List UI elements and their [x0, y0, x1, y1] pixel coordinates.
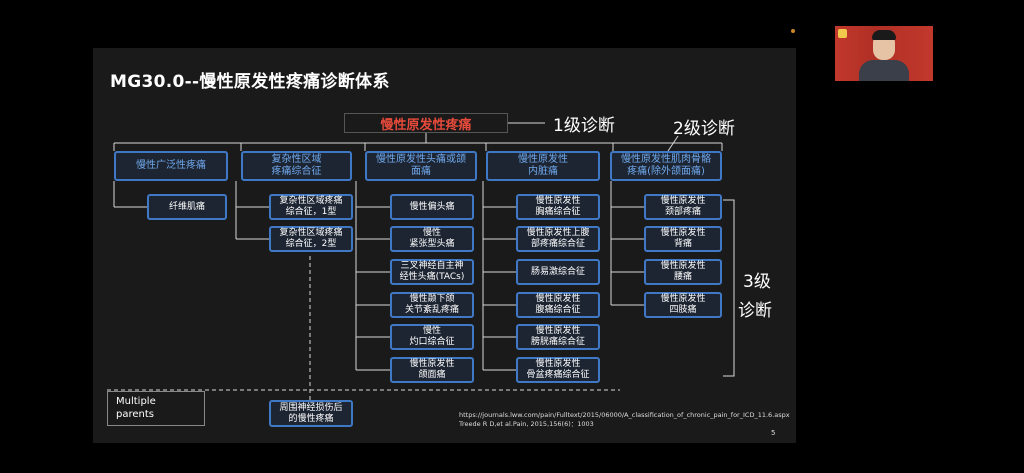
- level2-box-visceral: 慢性原发性 内脏痛: [486, 151, 600, 181]
- level2-box-musculoskeletal: 慢性原发性肌肉骨骼 疼痛(除外颌面痛): [610, 151, 722, 181]
- multiple-parents-diagnosis-box: 周围神经损伤后 的慢性疼痛: [269, 400, 353, 427]
- presenter-body: [859, 60, 909, 81]
- level3-label-line2: 诊断: [738, 301, 772, 321]
- multiple-parents-line2: parents: [116, 409, 154, 420]
- diagnosis-box: 肠易激综合征: [516, 259, 600, 285]
- diagnosis-box: 纤维肌痛: [147, 194, 227, 220]
- diagnosis-label: 慢性原发性 胸痛综合征: [535, 196, 581, 217]
- level2-label-musculoskeletal: 慢性原发性肌肉骨骼 疼痛(除外颌面痛): [621, 154, 711, 177]
- diagnosis-label: 慢性偏头痛: [409, 201, 455, 212]
- webcam-video-tile[interactable]: [835, 26, 933, 81]
- diagnosis-label: 纤维肌痛: [168, 201, 205, 212]
- slide-title: MG30.0--慢性原发性疼痛诊断体系: [110, 72, 390, 92]
- hierarchy-connector-lines: [107, 122, 735, 400]
- multiple-parents-line1: Multiple: [116, 396, 156, 407]
- diagnosis-box: 慢性原发性 背痛: [644, 226, 722, 252]
- slide-page-number: 5: [771, 429, 776, 437]
- diagnosis-label: 慢性原发性 膀胱痛综合征: [530, 326, 585, 347]
- diagnosis-box: 慢性原发性 腹痛综合征: [516, 292, 600, 318]
- root-node: 慢性原发性疼痛: [344, 113, 508, 133]
- root-label: 慢性原发性疼痛: [380, 117, 472, 133]
- diagnosis-box: 慢性颞下颌 关节紊乱疼痛: [390, 292, 474, 318]
- diagnosis-label: 慢性颞下颌 关节紊乱疼痛: [404, 294, 459, 315]
- diagnosis-box: 三叉神经自主神 经性头痛(TACs): [390, 259, 474, 285]
- diagnosis-label: 慢性原发性 颈部疼痛: [660, 196, 706, 217]
- diagnosis-box: 复杂性区域疼痛 综合征，1型: [269, 194, 353, 220]
- level2-label-headache: 慢性原发性头痛或颌 面痛: [376, 154, 466, 177]
- diagnosis-box: 慢性原发性 颈部疼痛: [644, 194, 722, 220]
- level2-box-widespread: 慢性广泛性疼痛: [114, 151, 228, 181]
- level2-box-crps: 复杂性区域 疼痛综合征: [241, 151, 352, 181]
- diagnosis-label: 慢性原发性上腹 部疼痛综合征: [526, 228, 590, 249]
- diagnosis-label: 慢性原发性 腰痛: [660, 261, 706, 282]
- diagnosis-box: 慢性原发性 膀胱痛综合征: [516, 324, 600, 350]
- diagnosis-box: 慢性原发性 腰痛: [644, 259, 722, 285]
- diagnosis-box: 复杂性区域疼痛 综合征，2型: [269, 226, 353, 252]
- diagnosis-label: 慢性原发性 颌面痛: [409, 359, 455, 380]
- diagnosis-label: 慢性原发性 腹痛综合征: [535, 294, 581, 315]
- level2-box-headache: 慢性原发性头痛或颌 面痛: [365, 151, 477, 181]
- diagnosis-box: 慢性偏头痛: [390, 194, 474, 220]
- presenter-hair: [872, 30, 896, 40]
- level2-label-crps: 复杂性区域 疼痛综合征: [271, 154, 322, 177]
- diagnosis-label: 慢性原发性 四肢痛: [660, 294, 706, 315]
- webcam-logo-icon: [838, 29, 847, 38]
- diagnosis-box: 慢性 灼口综合征: [390, 324, 474, 350]
- diagnosis-label: 复杂性区域疼痛 综合征，1型: [279, 196, 343, 217]
- diagnosis-label: 三叉神经自主神 经性头痛(TACs): [399, 261, 465, 282]
- reference-source: Treede R D,et al.Pain, 2015,156(6)：1003: [459, 420, 594, 428]
- reference-citation: https://journals.lww.com/pain/Fulltext/2…: [459, 411, 790, 429]
- diagnosis-box: 慢性原发性 颌面痛: [390, 357, 474, 383]
- diagnosis-box: 慢性原发性 骨盆疼痛综合征: [516, 357, 600, 383]
- level2-label-visceral: 慢性原发性 内脏痛: [518, 154, 568, 177]
- level3-label-line1: 3级: [743, 272, 771, 292]
- diagnosis-box: 慢性 紧张型头痛: [390, 226, 474, 252]
- diagnosis-label: 慢性 紧张型头痛: [409, 228, 455, 249]
- diagnosis-label: 慢性原发性 骨盆疼痛综合征: [526, 359, 590, 380]
- presentation-slide: MG30.0--慢性原发性疼痛诊断体系: [93, 48, 796, 443]
- level1-label: 1级诊断: [553, 116, 615, 136]
- diagnosis-label: 肠易激综合征: [530, 266, 585, 277]
- multiple-parents-note: Multiple parents: [107, 391, 205, 426]
- level2-label: 2级诊断: [673, 119, 735, 139]
- diagnosis-box: 慢性原发性上腹 部疼痛综合征: [516, 226, 600, 252]
- multiple-parents-diagnosis-label: 周围神经损伤后 的慢性疼痛: [279, 402, 343, 424]
- diagnosis-label: 慢性原发性 背痛: [660, 228, 706, 249]
- diagnosis-label: 慢性 灼口综合征: [409, 326, 455, 347]
- diagnosis-label: 复杂性区域疼痛 综合征，2型: [279, 228, 343, 249]
- diagnosis-box: 慢性原发性 四肢痛: [644, 292, 722, 318]
- level2-label-widespread: 慢性广泛性疼痛: [136, 160, 206, 171]
- reference-url: https://journals.lww.com/pain/Fulltext/2…: [459, 411, 790, 419]
- recording-indicator-dot: [791, 29, 795, 33]
- diagnosis-box: 慢性原发性 胸痛综合征: [516, 194, 600, 220]
